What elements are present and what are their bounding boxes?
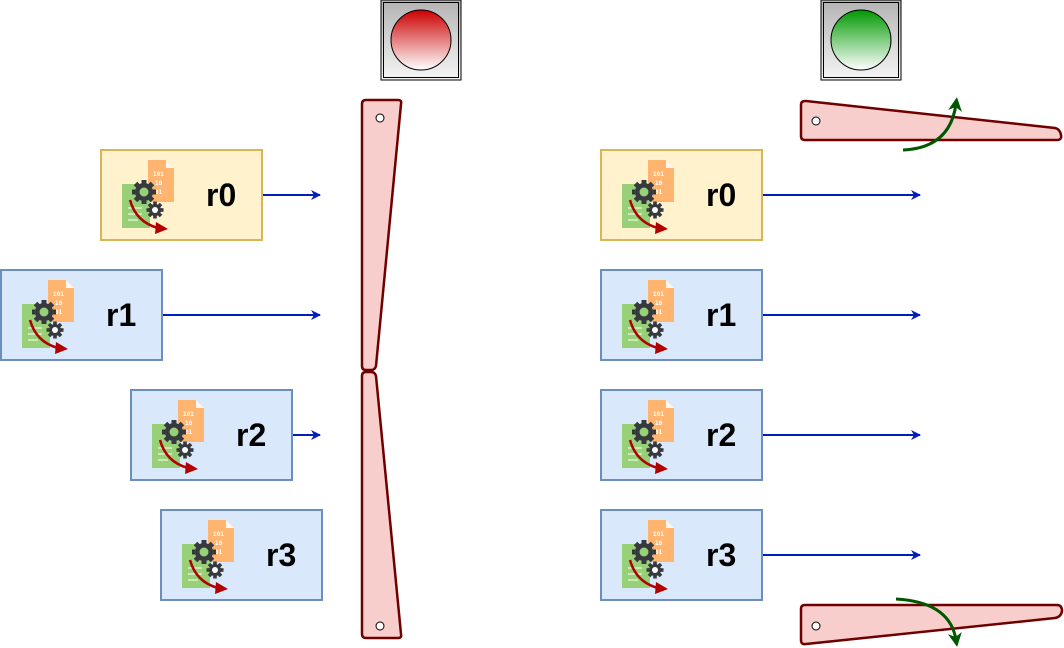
red-light-icon (380, 0, 462, 81)
gate-bar-lower (360, 370, 403, 640)
runner-label: r1 (106, 297, 136, 333)
runner-r2: r2 (130, 389, 321, 481)
runner-r2: r2 (600, 389, 921, 481)
runner-r3: r3 (160, 509, 323, 601)
gate-bar-upper (799, 99, 1063, 142)
green-light-icon (820, 0, 902, 81)
runner-label: r1 (706, 297, 736, 333)
gate-pivot-icon (375, 621, 385, 631)
runner-r0: r0 (600, 149, 921, 241)
runner-r3: r3 (600, 509, 921, 601)
runner-label: r2 (706, 417, 736, 453)
runner-r1: r1 (0, 269, 321, 361)
gate-closed (360, 98, 403, 640)
runner-r1: r1 (600, 269, 921, 361)
runner-label: r0 (706, 177, 736, 213)
left-panel: r0 r1 r2 r3 (0, 0, 462, 640)
runner-label: r3 (706, 537, 736, 573)
gate-pivot-icon (811, 116, 821, 126)
gate-open (799, 97, 1064, 647)
runner-label: r0 (206, 177, 236, 213)
right-panel: r0 r1 r2 r3 (600, 0, 1064, 647)
rotate-up-arrow-icon (902, 97, 962, 152)
runner-label: r3 (266, 537, 296, 573)
gate-bar-lower (799, 603, 1064, 646)
gate-bar-upper (360, 98, 403, 372)
gate-pivot-icon (375, 113, 385, 123)
runner-label: r2 (236, 417, 266, 453)
rotate-down-arrow-icon (895, 597, 962, 647)
gate-pivot-icon (811, 621, 821, 631)
runner-r0: r0 (100, 149, 321, 241)
